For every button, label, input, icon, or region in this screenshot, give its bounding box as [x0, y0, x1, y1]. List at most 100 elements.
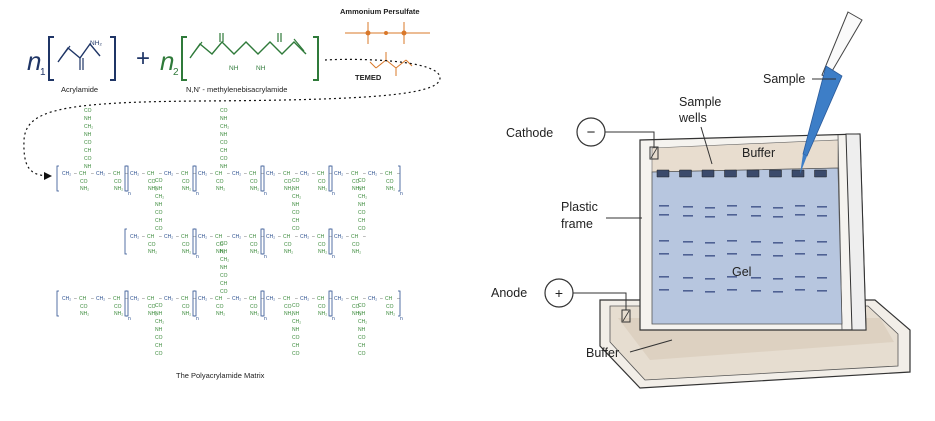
repeat-n: n: [332, 191, 335, 197]
chain-bond: –: [227, 234, 230, 240]
chain-bond: –: [363, 296, 366, 302]
repeat-bracket: [398, 290, 401, 317]
crosslink-atom: CH₂: [292, 194, 301, 200]
crosslink-atom: CH: [358, 343, 366, 349]
repeat-n: n: [128, 191, 131, 197]
chain-atom: CH₂: [130, 296, 139, 302]
repeat-bracket: [260, 228, 263, 255]
crosslink-atom: CO: [358, 351, 366, 357]
crosslink-atom: CH₂: [358, 319, 367, 325]
chain-atom: CH₂: [266, 234, 275, 240]
side-co: CO: [352, 242, 360, 248]
crosslink-atom: CO: [155, 226, 163, 232]
gel-band: [705, 207, 715, 209]
crosslink-atom: CH: [84, 148, 92, 154]
repeat-n: n: [196, 254, 199, 260]
temed-skeleton: [369, 52, 413, 76]
chain-atom: CH: [147, 234, 155, 240]
gel-band: [705, 291, 715, 293]
repeat-bracket: [194, 165, 197, 192]
chain-atom: CH₂: [334, 296, 343, 302]
chain-atom: CH₂: [300, 171, 309, 177]
chain-atom: CH: [283, 171, 291, 177]
chain-bond: –: [380, 296, 383, 302]
side-nh2: NH₂: [216, 186, 225, 192]
side-co: CO: [114, 179, 122, 185]
crosslink-atom: NH: [84, 164, 92, 170]
pipette-tip: [800, 154, 807, 174]
side-co: CO: [318, 179, 326, 185]
repeat-bracket: [56, 165, 59, 192]
crosslink-atom: CH: [358, 218, 366, 224]
repeat-n: n: [196, 316, 199, 322]
side-nh2: NH₂: [386, 186, 395, 192]
chain-bond: –: [227, 171, 230, 177]
chain-atom: CH: [249, 234, 257, 240]
repeat-bracket: [260, 290, 263, 317]
crosslink-atom: NH: [84, 116, 92, 122]
sample-well: [769, 169, 782, 178]
chain-atom: CH₂: [62, 171, 71, 177]
chain-bond: –: [210, 296, 213, 302]
chain-atom: CH: [215, 234, 223, 240]
crosslink-atom: CO: [358, 335, 366, 341]
gel-band: [751, 290, 761, 292]
anode-label: Anode: [491, 286, 527, 300]
chain-bond: –: [278, 296, 281, 302]
crosslink-atom: CH: [155, 218, 163, 224]
chain-atom: CH₂: [334, 234, 343, 240]
crosslink-atom: NH: [292, 311, 300, 317]
chain-atom: CH₂: [368, 171, 377, 177]
coefficient-n2: n: [160, 46, 174, 76]
repeat-n: n: [400, 316, 403, 322]
repeat-bracket: [260, 165, 263, 192]
side-nh2: NH₂: [216, 249, 225, 255]
sample-well: [724, 169, 737, 178]
repeat-n: n: [264, 191, 267, 197]
reaction-equation: n 1 NH₂ Acrylamide + n 2 NH NH N,N’ - me…: [23, 7, 441, 180]
gel-band: [795, 214, 805, 216]
chain-atom: CH: [351, 234, 359, 240]
side-co: CO: [182, 304, 190, 310]
chain-bond: –: [261, 296, 264, 302]
bisacrylamide-skeleton: [189, 40, 307, 59]
chain-atom: CH: [113, 296, 121, 302]
chain-bond: –: [210, 171, 213, 177]
repeat-bracket: [330, 290, 333, 317]
crosslink-atom: CH: [292, 218, 300, 224]
repeat-bracket: [262, 290, 265, 317]
gel-band: [817, 254, 827, 256]
crosslink-atom: CO: [84, 140, 92, 146]
crosslink-atom: CO: [155, 335, 163, 341]
crosslink-atom: CO: [220, 156, 228, 162]
repeat-n: n: [196, 191, 199, 197]
gel-band: [683, 277, 693, 279]
repeat-bracket: [330, 228, 333, 255]
chain-bond: –: [125, 296, 128, 302]
acrylamide-nh2: NH₂: [90, 40, 102, 47]
gel-bands: [659, 205, 827, 293]
bisacrylamide-structure: [181, 33, 319, 81]
aps-peroxide: [384, 31, 388, 35]
chain-bond: –: [244, 234, 247, 240]
crosslink-atom: CO: [220, 140, 228, 146]
side-co: CO: [114, 304, 122, 310]
sample-label: Sample: [763, 72, 805, 86]
chain-bond: –: [159, 171, 162, 177]
crosslink-atom: CO: [220, 289, 228, 295]
gel-band: [659, 240, 669, 242]
frame-side-rail: [845, 133, 867, 331]
side-co: CO: [250, 242, 258, 248]
chain-bond: –: [176, 171, 179, 177]
gel-band: [659, 276, 669, 278]
side-nh2: NH₂: [216, 311, 225, 317]
side-nh2: NH₂: [386, 311, 395, 317]
pipette: [800, 11, 863, 174]
gel-band: [817, 277, 827, 279]
chain-bond: –: [295, 296, 298, 302]
crosslink-atom: CH: [292, 343, 300, 349]
